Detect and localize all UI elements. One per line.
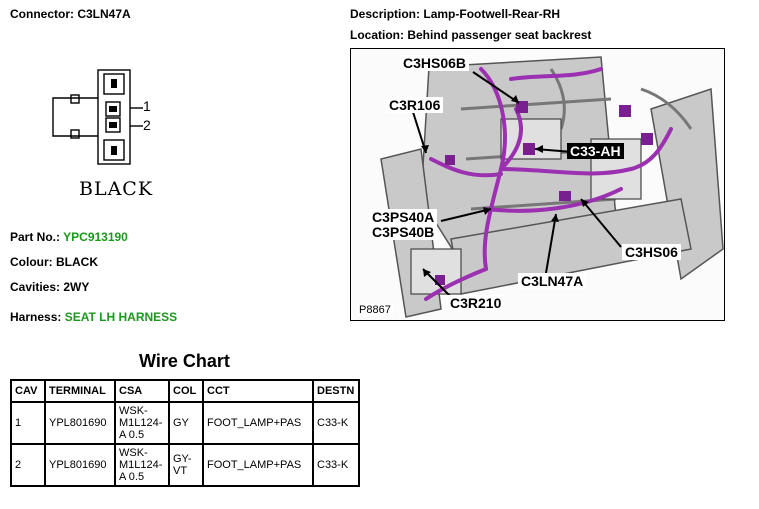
colour-label: Colour: — [10, 255, 53, 269]
header-cct: CCT — [202, 379, 314, 403]
cell-cav: 1 — [10, 401, 46, 445]
callout-c3ln47a: C3LN47A — [518, 273, 587, 289]
callout-c3ps40b: C3PS40B — [369, 224, 438, 240]
header-destn: DESTN — [312, 379, 360, 403]
cell-cct: FOOT_LAMP+PAS — [202, 401, 314, 445]
wire-chart-table: CAV TERMINAL CSA COL CCT DESTN 1 YPL8016… — [10, 379, 360, 487]
connector-face-diagram: 1 2 — [52, 69, 151, 165]
cell-terminal: YPL801690 — [44, 401, 116, 445]
cavities-label: Cavities: — [10, 280, 61, 294]
seat-frame-drawing — [380, 56, 724, 318]
cavities-line: Cavities: 2WY — [10, 280, 89, 294]
header-terminal: TERMINAL — [44, 379, 116, 403]
header-col: COL — [168, 379, 204, 403]
cell-csa: WSK-M1L124-A 0.5 — [114, 443, 170, 487]
description-value: Lamp-Footwell-Rear-RH — [423, 7, 561, 21]
plate-number: P8867 — [357, 304, 393, 316]
callout-c3hs06b: C3HS06B — [400, 55, 470, 71]
location-heading: Location: Behind passenger seat backrest — [350, 28, 591, 42]
pin-label-2: 2 — [143, 117, 151, 133]
wire-chart-title: Wire Chart — [139, 351, 230, 371]
colour-line: Colour: BLACK — [10, 255, 98, 269]
cavities-value: 2WY — [63, 280, 90, 294]
header-cav: CAV — [10, 379, 46, 403]
harness-line: Harness: SEAT LH HARNESS — [10, 310, 177, 324]
connector-value: C3LN47A — [77, 7, 131, 21]
description-label: Description: — [350, 7, 421, 21]
callout-c3ps40a: C3PS40A — [369, 209, 438, 225]
wire-chart-header-row: CAV TERMINAL CSA COL CCT DESTN — [10, 379, 360, 403]
location-value: Behind passenger seat backrest — [407, 28, 592, 42]
table-row: 2 YPL801690 WSK-M1L124-A 0.5 GY-VT FOOT_… — [10, 443, 360, 487]
header-csa: CSA — [114, 379, 170, 403]
callout-c3hs06: C3HS06 — [622, 244, 681, 260]
description-heading: Description: Lamp-Footwell-Rear-RH — [350, 7, 560, 21]
cell-col: GY-VT — [168, 443, 204, 487]
cell-csa: WSK-M1L124-A 0.5 — [114, 401, 170, 445]
harness-label: Harness: — [10, 310, 62, 324]
cell-destn: C33-K — [312, 443, 360, 487]
colour-value: BLACK — [56, 255, 98, 269]
harness-value: SEAT LH HARNESS — [64, 310, 178, 324]
cell-terminal: YPL801690 — [44, 443, 116, 487]
part-number-value: YPC913190 — [63, 230, 128, 244]
callout-c3r106: C3R106 — [386, 97, 444, 113]
cell-destn: C33-K — [312, 401, 360, 445]
location-illustration: C3HS06B C3R106 C33-AH C3PS40A C3PS40B C3… — [350, 48, 725, 321]
callout-c33-ah: C33-AH — [567, 143, 624, 159]
cell-cct: FOOT_LAMP+PAS — [202, 443, 314, 487]
table-row: 1 YPL801690 WSK-M1L124-A 0.5 GY FOOT_LAM… — [10, 401, 360, 445]
connector-heading: Connector: C3LN47A — [10, 7, 131, 21]
part-number-label: Part No.: — [10, 230, 61, 244]
cell-cav: 2 — [10, 443, 46, 487]
connector-label: Connector: — [10, 7, 74, 21]
pin-label-1: 1 — [143, 98, 151, 114]
part-number-line: Part No.: YPC913190 — [10, 230, 128, 244]
callout-c3r210: C3R210 — [447, 295, 505, 311]
cell-col: GY — [168, 401, 204, 445]
location-label: Location: — [350, 28, 404, 42]
connector-color-name: BLACK — [79, 178, 154, 200]
